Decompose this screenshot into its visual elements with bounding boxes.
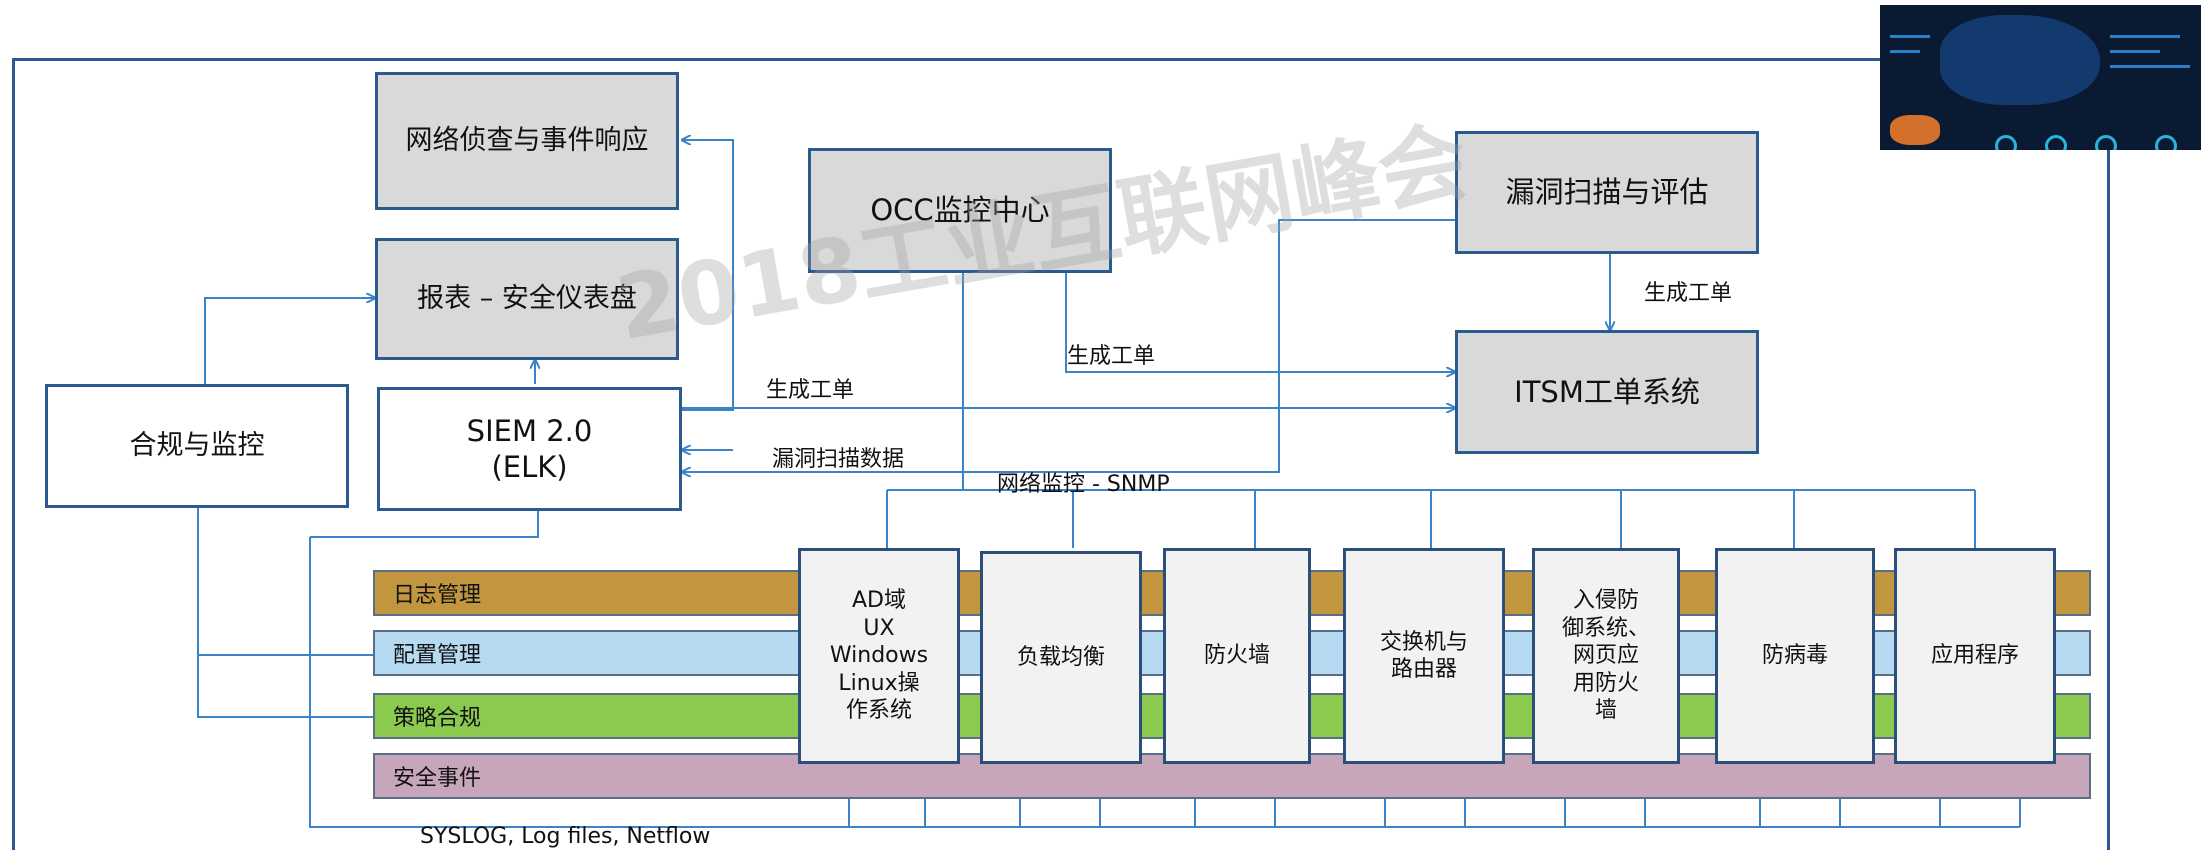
band-label: 配置管理 <box>393 643 482 668</box>
band-label: 日志管理 <box>393 583 482 608</box>
occ-node: OCC监控中心 <box>808 148 1112 273</box>
band-label: 安全事件 <box>393 766 482 791</box>
diagram-frame <box>12 58 2110 850</box>
siem-node: SIEM 2.0 (ELK) <box>377 387 682 511</box>
edge-label-ticket-occ: 生成工单 <box>1067 344 1156 369</box>
band-label: 策略合规 <box>393 706 482 731</box>
edge-label-vuln-data: 漏洞扫描数据 <box>772 447 905 472</box>
device-firewall: 防火墙 <box>1163 548 1311 764</box>
world-map-graphic <box>1940 15 2100 105</box>
edge-label-ticket-vuln: 生成工单 <box>1644 281 1733 306</box>
report-node: 报表 – 安全仪表盘 <box>375 238 679 360</box>
siem-to-investigation-line <box>682 140 734 411</box>
device-load-balancer: 负载均衡 <box>980 551 1142 764</box>
device-switch-router: 交换机与 路由器 <box>1343 548 1505 764</box>
itsm-node: ITSM工单系统 <box>1455 330 1759 454</box>
vuln-scan-node: 漏洞扫描与评估 <box>1455 131 1759 254</box>
compliance-node: 合规与监控 <box>45 384 349 508</box>
compliance-to-report-line <box>204 298 375 384</box>
investigation-node: 网络侦查与事件响应 <box>375 72 679 210</box>
syslog-bus-line <box>309 537 2020 828</box>
occ-to-itsm-line <box>1065 273 1455 372</box>
vuln-to-siem-line <box>682 219 1455 472</box>
dashboard-thumbnail <box>1880 5 2201 150</box>
china-map-graphic <box>1890 115 1940 145</box>
device-os: AD域 UX Windows Linux操 作系统 <box>798 548 960 764</box>
edge-label-snmp: 网络监控 - SNMP <box>997 472 1170 497</box>
edge-label-ticket-siem: 生成工单 <box>766 378 855 403</box>
edge-label-syslog: SYSLOG, Log files, Netflow <box>420 824 711 849</box>
device-applications: 应用程序 <box>1894 548 2056 764</box>
device-antivirus: 防病毒 <box>1715 548 1875 764</box>
compliance-to-policy-line <box>197 655 373 718</box>
device-ips-waf: 入侵防 御系统、 网页应 用防火 墙 <box>1532 548 1680 764</box>
